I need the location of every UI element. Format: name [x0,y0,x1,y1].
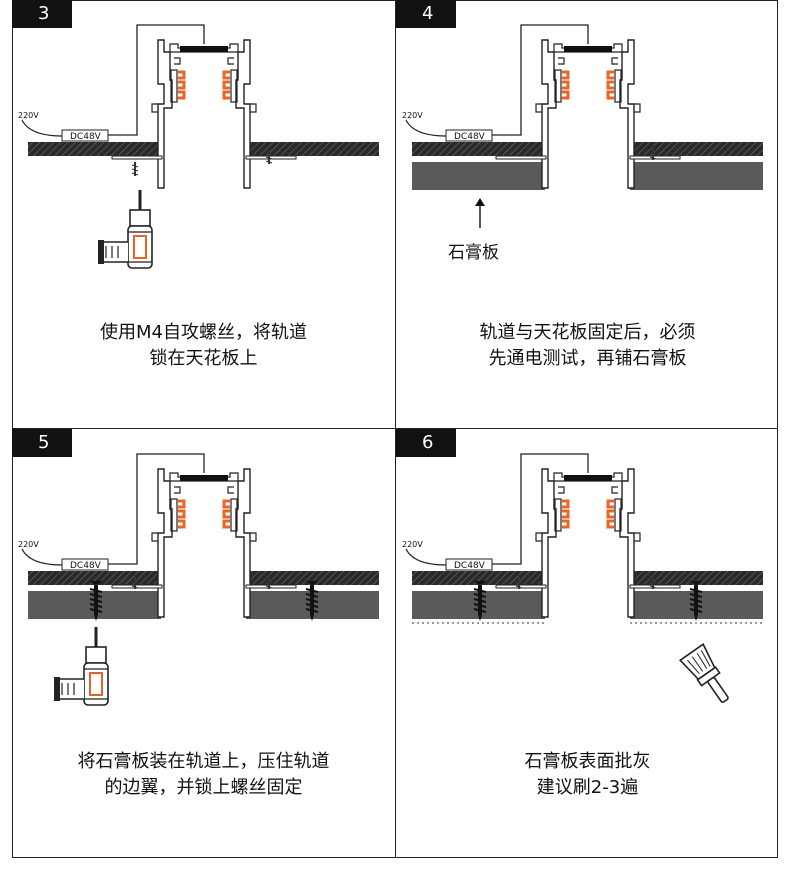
caption-line-1: 石膏板表面批灰 [524,751,651,772]
power-wire [492,453,589,565]
step-caption: 使用M4自攻螺丝，将轨道 锁在天花板上 [12,320,395,372]
step-5-illustration: 220V DC48V [18,453,379,706]
step-4-illustration: 220V DC48V [402,24,763,228]
caption-line-1: 轨道与天花板固定后，必须 [479,322,696,343]
ac-wire [405,119,447,137]
caption-line-2: 的边翼，并锁上螺丝固定 [104,777,303,798]
dc-voltage-label: DC48V [454,132,486,142]
caption-line-1: 使用M4自攻螺丝，将轨道 [100,322,307,343]
ac-voltage-label: 220V [402,540,423,549]
ceiling-board-right [244,571,379,585]
step-caption: 轨道与天花板固定后，必须 先通电测试，再铺石膏板 [396,320,779,372]
power-wire [108,453,205,565]
step-3-illustration: 220V DC48V [18,24,379,269]
step-panel-4: 4 220V DC48V 石膏板 轨道与天花板固定后，必须 先通电测试，再铺石膏… [396,0,779,428]
ac-voltage-label: 220V [18,540,39,549]
track-profile [150,467,258,619]
caption-line-2: 先通电测试，再铺石膏板 [488,348,687,369]
step-number-badge: 6 [396,429,456,457]
step-caption: 将石膏板装在轨道上，压住轨道 的边翼，并锁上螺丝固定 [12,749,395,801]
step-panel-5: 5 220V DC48V 将石膏板装在轨道上，压住轨道 的边翼，并锁上螺丝固定 [12,429,395,857]
step-6-illustration: 220V DC48V [402,453,763,710]
paint-brush-icon [679,643,738,710]
ceiling-board-left [28,142,163,156]
driver-box [445,129,493,142]
caption-line-2: 建议刷2-3遍 [536,777,639,798]
flange-plate-left [495,155,547,160]
ac-wire [21,119,63,137]
step-caption: 石膏板表面批灰 建议刷2-3遍 [396,749,779,801]
ac-voltage-label: 220V [18,111,39,120]
driver-box [61,558,109,571]
step-panel-6: 6 220V DC48V 石膏板表面批灰 建议刷2-3遍 [396,429,779,857]
ceiling-board-right [628,142,763,156]
driver-box [61,129,109,142]
power-wire [492,24,589,136]
caption-line-2: 锁在天花板上 [149,348,258,369]
gypsum-board-label: 石膏板 [448,243,499,263]
flange-plate-left [111,155,163,160]
arrow-up-icon [475,198,485,206]
ac-voltage-label: 220V [402,111,423,120]
ceiling-board-left [412,142,547,156]
dc-voltage-label: DC48V [454,561,486,571]
track-profile [534,467,642,619]
caption-line-1: 将石膏板装在轨道上，压住轨道 [77,751,330,772]
ceiling-board-right [244,142,379,156]
step-number-badge: 3 [12,0,72,28]
driver-box [445,558,493,571]
dc-voltage-label: DC48V [70,561,102,571]
drill-icon [53,626,109,706]
power-wire [108,24,205,136]
ac-wire [405,548,447,566]
gypsum-board-right [630,162,763,190]
step-number-badge: 4 [396,0,456,28]
drill-icon [97,189,153,269]
dc-voltage-label: DC48V [70,132,102,142]
grid-divider-vertical [395,0,396,858]
ceiling-board-left [412,571,547,585]
track-profile [534,38,642,190]
ceiling-board-right [628,571,763,585]
step-number-badge: 5 [12,429,72,457]
grid-divider-horizontal [12,428,778,429]
ceiling-board-left [28,571,163,585]
gypsum-board-left [412,162,545,190]
track-profile [150,38,258,190]
ac-wire [21,548,63,566]
screw-icon [131,161,139,177]
step-panel-3: 3 220V DC48V 使用M4自攻螺丝，将轨道 锁在天花板上 [12,0,395,428]
